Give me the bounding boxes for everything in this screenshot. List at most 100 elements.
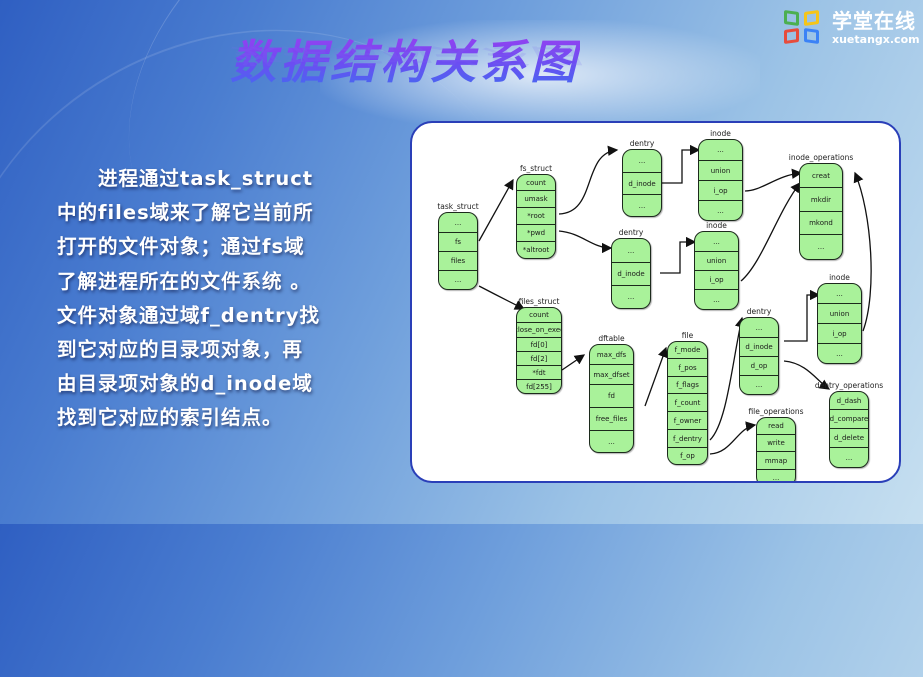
struct-field: read xyxy=(757,418,795,435)
struct-title: file_operations xyxy=(748,407,804,416)
struct-files-struct: files_struct count close_on_exec fd[0] f… xyxy=(516,296,562,394)
struct-field: count xyxy=(517,308,561,323)
struct-file-operations: file_operations read write mmap ... xyxy=(748,406,804,482)
book-icon xyxy=(782,8,824,48)
title-glow xyxy=(320,20,760,130)
struct-field: creat xyxy=(800,164,842,188)
struct-field: f_owner xyxy=(668,412,707,430)
struct-field: fd[0] xyxy=(517,338,561,352)
struct-inode: inode ... union i_op ... xyxy=(694,220,739,310)
struct-field: union xyxy=(818,304,861,324)
struct-dftable: dftable max_dfs max_dfset fd free_files … xyxy=(589,333,634,453)
struct-field: *altroot xyxy=(522,246,550,254)
struct-field: d_delete xyxy=(830,429,868,448)
diagram-panel: task_struct ... fs files ... fs_struct c… xyxy=(410,121,901,483)
arrow-fdentry-to-dentry xyxy=(709,316,746,441)
struct-field: ... xyxy=(845,453,853,462)
struct-field: ... xyxy=(627,293,635,301)
arrow-iop-to-inode-operations xyxy=(744,168,803,192)
struct-title: file xyxy=(681,331,694,340)
struct-field: ... xyxy=(623,150,661,173)
struct-field: ... xyxy=(755,381,763,389)
struct-field: fs xyxy=(439,233,477,252)
struct-field: ... xyxy=(740,318,778,338)
description-line: 中的files域来了解它当前所 xyxy=(57,201,314,225)
struct-field: ... xyxy=(608,437,615,446)
struct-field: ... xyxy=(818,284,861,304)
struct-field: ... xyxy=(638,201,646,210)
struct-field: d_compare xyxy=(830,410,868,429)
arrow-dop-to-dentry-operations xyxy=(783,360,831,390)
struct-title: dentry xyxy=(618,228,644,237)
arrow-dinode-to-inode xyxy=(662,144,701,184)
arrow-dinode-to-inode xyxy=(784,289,821,342)
description-line: 了解进程所在的文件系统 。 xyxy=(57,269,311,293)
struct-file: file f_mode f_pos f_flags f_count f_owne… xyxy=(667,330,708,465)
struct-field: ... xyxy=(612,239,650,263)
struct-fs-struct: fs_struct count umask *root *pwd *altroo… xyxy=(516,163,556,259)
brand-url: xuetangx.com xyxy=(832,33,920,46)
struct-field: files xyxy=(439,252,477,271)
struct-title: task_struct xyxy=(437,202,479,211)
arrow-fs-to-fs-struct xyxy=(478,178,514,242)
brand-name: 学堂在线 xyxy=(832,9,916,33)
struct-field: i_op xyxy=(818,324,861,344)
struct-field: max_dfs xyxy=(590,345,633,365)
struct-field: i_op xyxy=(699,181,742,201)
struct-title: dentry xyxy=(746,307,772,316)
struct-field: ... xyxy=(836,349,843,358)
struct-field: d_inode xyxy=(740,338,778,357)
struct-field: *fdt xyxy=(517,366,561,380)
brand-logo: 学堂在线 xuetangx.com xyxy=(782,8,920,48)
struct-inode: inode ... union i_op ... xyxy=(698,128,743,221)
struct-inode: inode ... union i_op ... xyxy=(817,272,862,364)
arrow-root-to-dentry xyxy=(558,145,619,215)
struct-title: inode xyxy=(829,273,850,282)
struct-field: ... xyxy=(717,206,724,215)
struct-field: i_op xyxy=(695,271,738,290)
struct-field: f_dentry xyxy=(668,430,707,448)
struct-field: f_count xyxy=(668,394,707,412)
description-line: 打开的文件对象；通过fs域 xyxy=(57,235,305,259)
struct-field: f_pos xyxy=(668,359,707,377)
slide-title: 数据结构关系图 xyxy=(230,26,580,92)
struct-field: ... xyxy=(695,232,738,252)
struct-field: ... xyxy=(772,474,780,482)
struct-field: fd xyxy=(590,385,633,408)
struct-title: dentry xyxy=(629,139,655,148)
description-text: 进程通过task_struct 中的files域来了解它当前所 打开的文件对象；… xyxy=(57,162,362,436)
struct-field: ... xyxy=(817,243,825,251)
struct-field: fd[255] xyxy=(526,382,552,391)
struct-field: d_op xyxy=(740,357,778,376)
description-line: 由目录项对象的d_inode域 xyxy=(57,372,313,396)
struct-title: fs_struct xyxy=(519,164,553,173)
struct-title: inode xyxy=(706,221,727,230)
description-line: 到它对应的目录项对象，再 xyxy=(57,338,304,362)
struct-field: mmap xyxy=(757,452,795,470)
arrow-dinode-to-inode xyxy=(660,236,697,274)
struct-field: *root xyxy=(517,208,555,225)
arrow-pwd-to-dentry xyxy=(558,230,613,254)
struct-title: files_struct xyxy=(518,297,560,306)
struct-task-struct: task_struct ... fs files ... xyxy=(437,201,479,290)
struct-dentry-operations: dentry_operations d_dash d_compare d_del… xyxy=(815,380,883,468)
struct-dentry: dentry ... d_inode ... xyxy=(622,138,662,217)
struct-field: write xyxy=(757,435,795,452)
struct-field: mkdir xyxy=(800,188,842,212)
struct-field: union xyxy=(699,161,742,181)
arrow-iop-to-inode-operations xyxy=(740,181,801,282)
arrow-fd-to-file xyxy=(644,346,668,407)
struct-title: dentry_operations xyxy=(814,381,884,390)
struct-inode-operations: inode_operations creat mkdir mkond ... xyxy=(789,152,853,260)
struct-field: d_inode xyxy=(623,173,661,195)
struct-field: d_inode xyxy=(612,263,650,286)
arrow-fop-to-file-operations xyxy=(709,421,757,455)
arrow-fdt-to-dftable xyxy=(561,354,586,371)
struct-field: f_mode xyxy=(668,342,707,359)
struct-field: *pwd xyxy=(517,225,555,242)
slide-title-reflection: 数据结构关系图 xyxy=(230,43,580,68)
description-line: 找到它对应的索引结点。 xyxy=(57,406,283,430)
arrow-files-to-files-struct xyxy=(478,285,526,310)
struct-field: max_dfset xyxy=(590,365,633,385)
struct-title: inode xyxy=(710,129,731,138)
